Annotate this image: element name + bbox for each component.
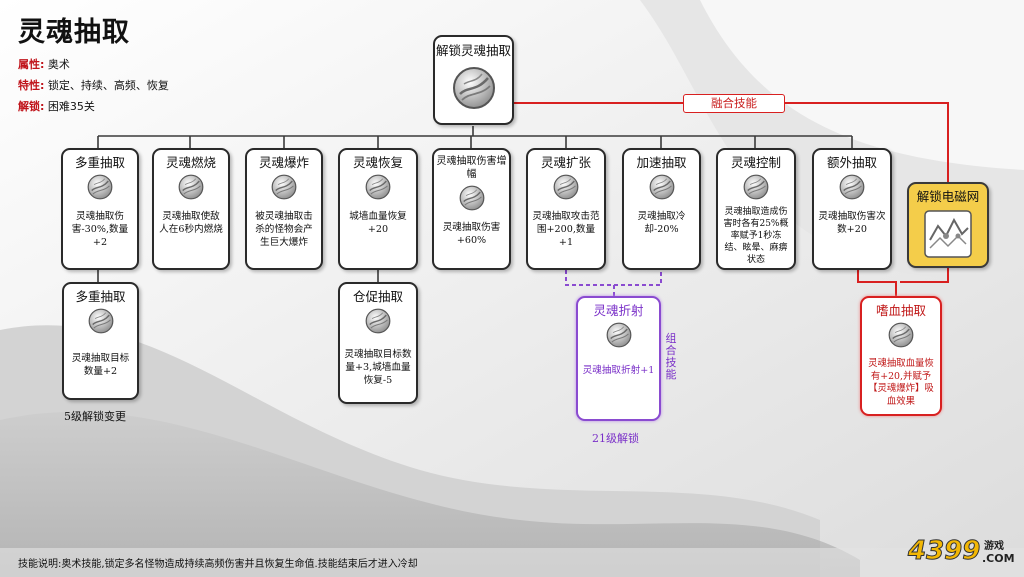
skill-node-extra-extract[interactable]: 额外抽取 灵魂抽取伤害次数+20: [812, 148, 892, 270]
node-description: 城墙血量恢复+20: [349, 211, 407, 235]
combo-skill-node-soul-refraction[interactable]: 灵魂折射 灵魂抽取折射+1: [576, 296, 661, 421]
node-title: 灵魂抽取伤害增幅: [436, 156, 507, 180]
soul-orb-icon: [553, 174, 579, 200]
property-key: 解锁: [18, 100, 44, 113]
unlock-caption-level5: 5级解锁变更: [64, 410, 126, 423]
soul-orb-icon: [606, 322, 631, 348]
root-skill-node[interactable]: 解锁灵魂抽取: [433, 35, 514, 125]
skill-node-soul-recovery[interactable]: 灵魂恢复 城墙血量恢复+20: [338, 148, 418, 270]
soul-orb-icon: [839, 174, 865, 200]
property-row-attribute: 属性 奥术: [18, 56, 70, 72]
node-description: 灵魂抽取目标数量+3,城墙血量恢复-5: [344, 349, 412, 386]
node-title: 灵魂燃烧: [165, 155, 216, 170]
unlock-emnet-node[interactable]: 解锁电磁网: [907, 182, 989, 268]
node-description: 灵魂抽取冷却-20%: [637, 211, 686, 235]
node-title: 解锁电磁网: [916, 189, 980, 204]
skill-node-soul-control[interactable]: 灵魂控制 灵魂抽取造成伤害时各有25%概率赋予1秒冻结、眩晕、麻痹状态: [716, 148, 796, 270]
soul-orb-icon: [743, 174, 769, 200]
logo-text: 4399: [907, 536, 981, 567]
node-description: 灵魂抽取血量恢有+20,并赋予【灵魂爆炸】吸血效果: [868, 358, 934, 407]
soul-orb-icon: [365, 174, 391, 200]
node-title: 灵魂爆炸: [258, 155, 309, 170]
skill-description-footer: 技能说明:奥术技能,锁定多名怪物造成持续高频伤害并且恢复生命值.技能结束后才进入…: [18, 559, 418, 570]
skill-node-damage-boost[interactable]: 灵魂抽取伤害增幅 灵魂抽取伤害+60%: [432, 148, 511, 270]
skill-node-multi-extract[interactable]: 多重抽取 灵魂抽取伤害-30%,数量+2: [61, 148, 139, 270]
fusion-skill-node-bloodthirst[interactable]: 嗜血抽取 灵魂抽取血量恢有+20,并赋予【灵魂爆炸】吸血效果: [860, 296, 942, 416]
soul-orb-icon: [649, 174, 674, 200]
fusion-skill-label: 融合技能: [683, 94, 785, 113]
node-description: 灵魂抽取伤害+60%: [442, 222, 501, 246]
page-title: 灵魂抽取: [18, 17, 130, 48]
electro-net-icon: [924, 210, 972, 258]
combo-skill-label: 组合技能: [665, 332, 677, 381]
property-row-traits: 特性 锁定、持续、高频、恢复: [18, 77, 169, 93]
property-key: 特性: [18, 79, 44, 92]
node-title: 加速抽取: [636, 155, 687, 170]
soul-orb-icon: [452, 67, 495, 109]
property-value: 困难35关: [47, 100, 95, 113]
soul-orb-icon: [88, 308, 113, 334]
node-title: 灵魂折射: [593, 303, 644, 318]
logo-domain: .COM: [982, 552, 1015, 565]
soul-orb-icon: [459, 185, 484, 211]
node-title: 仓促抽取: [352, 289, 403, 304]
site-logo[interactable]: 4399 游戏 .COM: [907, 536, 1020, 572]
upgrade-node-multi-extract[interactable]: 多重抽取 灵魂抽取目标数量+2: [62, 282, 139, 400]
node-description: 灵魂抽取使敌人在6秒内燃烧: [159, 211, 223, 235]
skill-node-soul-burn[interactable]: 灵魂燃烧 灵魂抽取使敌人在6秒内燃烧: [152, 148, 230, 270]
property-key: 属性: [18, 58, 44, 71]
node-title: 嗜血抽取: [875, 303, 926, 318]
node-description: 被灵魂抽取击杀的怪物会产生巨大爆炸: [255, 211, 313, 248]
node-description: 灵魂抽取攻击范围+200,数量+1: [532, 211, 600, 248]
property-row-unlock: 解锁 困难35关: [18, 98, 95, 114]
node-title: 灵魂扩张: [540, 155, 591, 170]
node-description: 灵魂抽取折射+1: [582, 365, 655, 376]
property-value: 锁定、持续、高频、恢复: [47, 79, 169, 92]
node-description: 灵魂抽取造成伤害时各有25%概率赋予1秒冻结、眩晕、麻痹状态: [723, 207, 789, 265]
node-description: 灵魂抽取伤害次数+20: [818, 211, 886, 235]
soul-orb-icon: [271, 174, 297, 200]
node-title: 多重抽取: [75, 289, 126, 304]
soul-orb-icon: [888, 322, 914, 348]
skill-node-soul-expansion[interactable]: 灵魂扩张 灵魂抽取攻击范围+200,数量+1: [526, 148, 606, 270]
unlock-caption-level21: 21级解锁: [592, 432, 639, 445]
soul-orb-icon: [178, 174, 204, 200]
property-value: 奥术: [47, 58, 70, 71]
soul-orb-icon: [365, 308, 391, 334]
node-title: 灵魂恢复: [352, 155, 403, 170]
soul-orb-icon: [87, 174, 113, 200]
node-description: 灵魂抽取目标数量+2: [71, 353, 130, 377]
skill-node-hasty-extract[interactable]: 仓促抽取 灵魂抽取目标数量+3,城墙血量恢复-5: [338, 282, 418, 404]
node-title: 解锁灵魂抽取: [435, 43, 511, 58]
skill-node-soul-explosion[interactable]: 灵魂爆炸 被灵魂抽取击杀的怪物会产生巨大爆炸: [245, 148, 323, 270]
node-title: 多重抽取: [74, 155, 125, 170]
node-title: 灵魂控制: [730, 155, 781, 170]
node-title: 额外抽取: [826, 155, 877, 170]
skill-node-rapid-extract[interactable]: 加速抽取 灵魂抽取冷却-20%: [622, 148, 701, 270]
node-description: 灵魂抽取伤害-30%,数量+2: [71, 211, 129, 248]
logo-subtext: 游戏: [984, 541, 1004, 552]
